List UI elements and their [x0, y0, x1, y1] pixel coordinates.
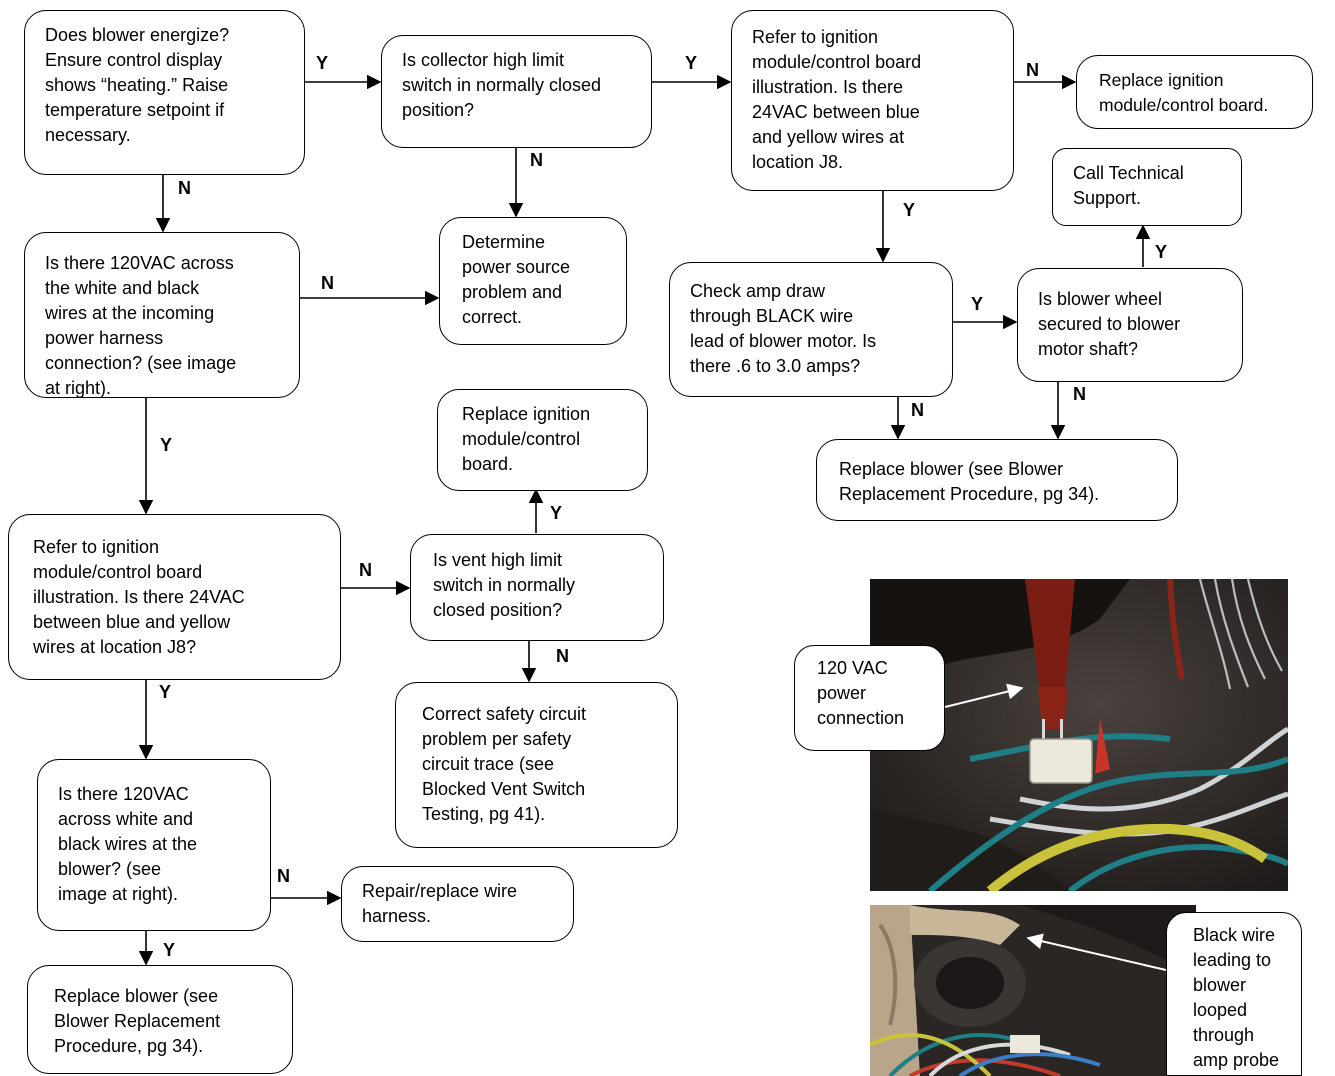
box-replace-board-mid: Replace ignition module/control board.: [437, 389, 648, 491]
box-refer-j8-left: Refer to ignition module/control board i…: [8, 514, 341, 680]
box-check-120-blower: Is there 120VAC across white and black w…: [37, 759, 271, 931]
box-check-120-incoming: Is there 120VAC across the white and bla…: [24, 232, 300, 398]
label-yes: Y: [163, 940, 176, 960]
box-replace-board-top: Replace ignition module/control board.: [1076, 55, 1313, 129]
box-refer-j8-top: Refer to ignition module/control board i…: [731, 10, 1014, 191]
label-yes: Y: [160, 435, 173, 455]
label-yes: Y: [685, 53, 698, 73]
label-yes: Y: [316, 53, 329, 73]
callout-amp-probe: Black wire leading to blower looped thro…: [1166, 912, 1302, 1076]
label-yes: Y: [1155, 242, 1168, 262]
label-yes: Y: [159, 682, 172, 702]
label-no: N: [178, 178, 191, 198]
box-wheel-secured: Is blower wheel secured to blower motor …: [1017, 268, 1243, 382]
label-no: N: [1026, 60, 1039, 80]
label-no: N: [556, 646, 569, 666]
label-no: N: [911, 400, 924, 420]
box-safety-circuit: Correct safety circuit problem per safet…: [395, 682, 678, 848]
box-blower-energize: Does blower energize? Ensure control dis…: [24, 10, 305, 175]
box-vent-high-limit: Is vent high limit switch in normally cl…: [410, 534, 664, 641]
callout-power-connection: 120 VAC power connection: [794, 645, 945, 751]
label-yes: Y: [903, 200, 916, 220]
label-no: N: [359, 560, 372, 580]
box-repair-harness: Repair/replace wire harness.: [341, 866, 574, 942]
label-no: N: [321, 273, 334, 293]
label-yes: Y: [550, 503, 563, 523]
label-yes: Y: [971, 294, 984, 314]
box-call-support: Call Technical Support.: [1052, 148, 1242, 226]
label-no: N: [1073, 384, 1086, 404]
box-replace-blower-bottom: Replace blower (see Blower Replacement P…: [27, 965, 293, 1074]
label-no: N: [530, 150, 543, 170]
label-no: N: [277, 866, 290, 886]
box-collector-high-limit: Is collector high limit switch in normal…: [381, 35, 652, 148]
box-check-amp-draw: Check amp draw through BLACK wire lead o…: [669, 262, 953, 397]
box-power-source: Determine power source problem and corre…: [439, 217, 627, 345]
box-replace-blower-right: Replace blower (see Blower Replacement P…: [816, 439, 1178, 521]
